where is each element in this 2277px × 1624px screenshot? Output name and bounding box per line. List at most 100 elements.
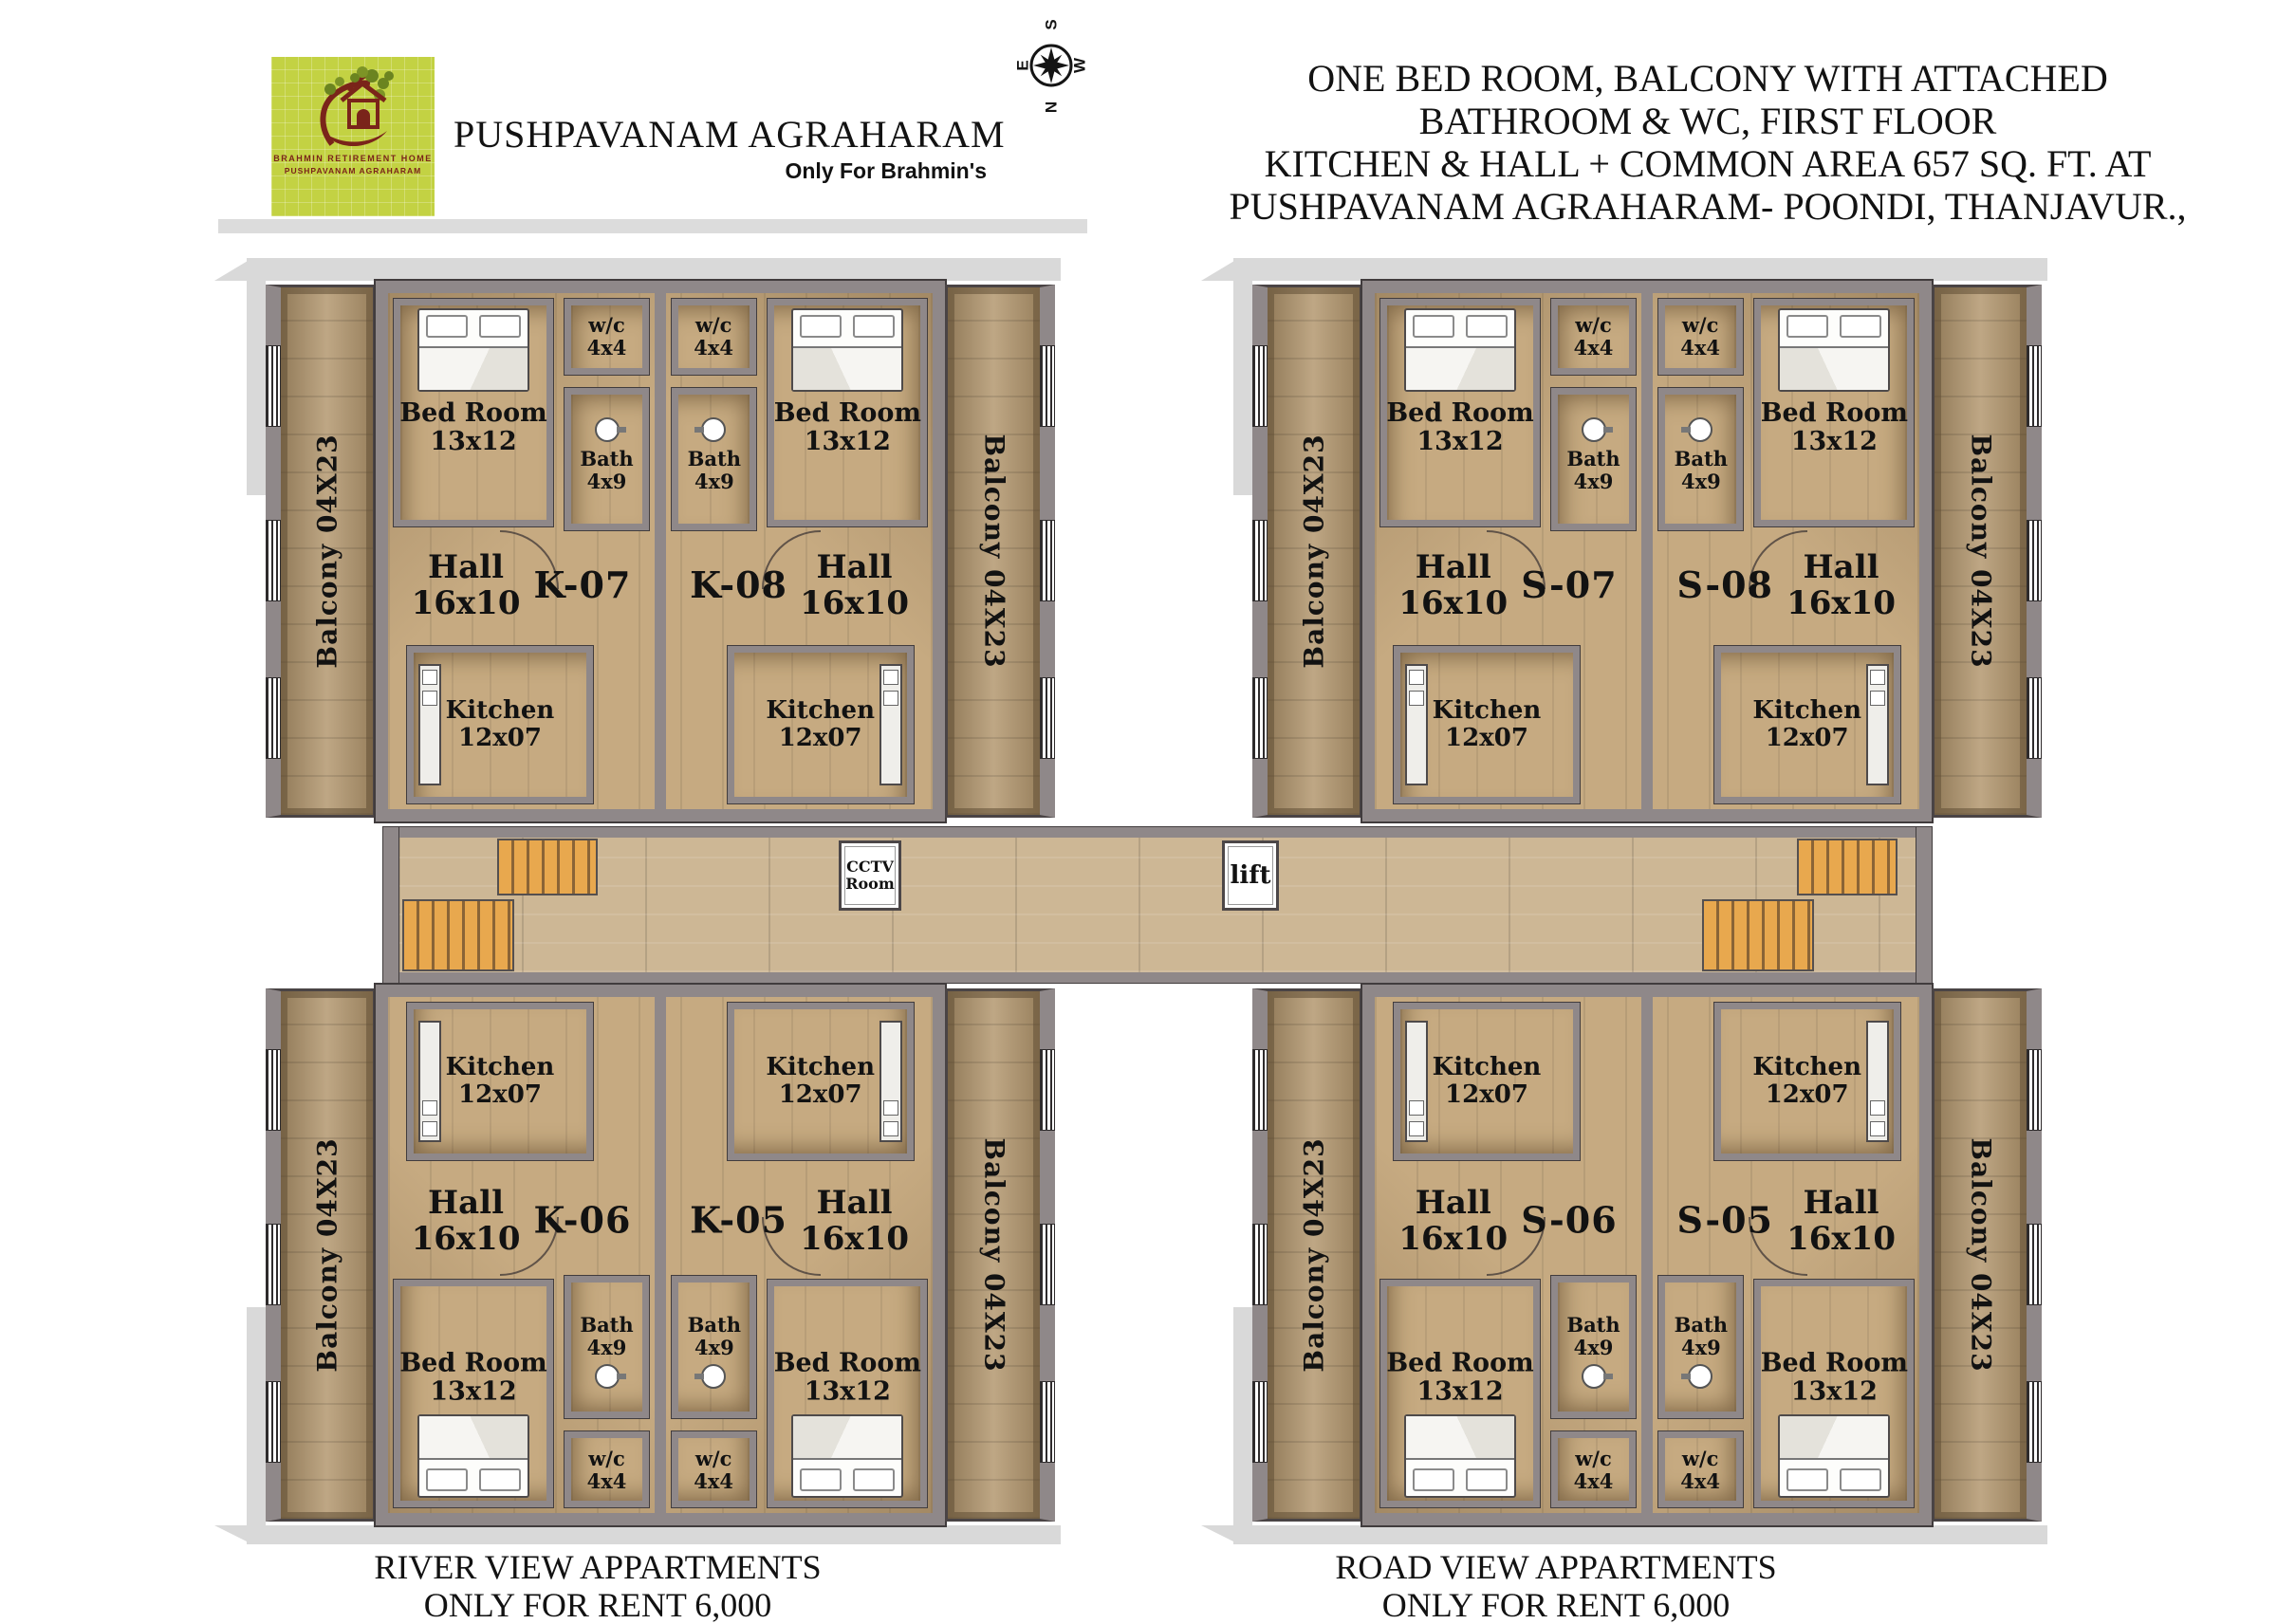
bedroom-size: 13x12 [1790,427,1878,457]
window-icon [2027,677,2042,760]
bath-label: Bath [580,447,634,471]
kitchen-label: Kitchen [1752,695,1862,725]
bath-label: Bath [687,1312,741,1337]
brand-block: PUSHPAVANAM AGRAHARAM Only For Brahmin's [454,112,1006,184]
hall-label: Hall [1415,1183,1491,1222]
bedroom-size: 13x12 [430,1376,517,1407]
kitchen-counter-icon [418,1021,441,1142]
window-icon [266,345,281,428]
description-line: PUSHPAVANAM AGRAHARAM- POONDI, THANJAVUR… [1229,185,2187,228]
wc-size: 4x4 [694,1468,734,1492]
unit-code: S-05 [1676,1198,1773,1242]
kitchen-size: 12x07 [779,724,862,752]
window-icon [1252,1223,1268,1305]
washbasin-icon [701,1364,727,1389]
window-icon [1040,1381,1055,1464]
wc-room: w/c 4x4 [1550,298,1637,376]
balcony: Balcony 04X23 [1252,988,1362,1522]
window-icon [1252,677,1268,760]
wc-label: w/c [695,313,732,338]
bed-icon [417,1414,529,1498]
brand-tagline: Only For Brahmin's [785,158,987,183]
bedroom-size: 13x12 [1790,1376,1878,1407]
building-core: Bed Room 13x12 w/c 4x4 Bath 4x9 [1361,279,1934,823]
building-shadow [214,258,1061,281]
kitchen-size: 12x07 [1445,1080,1528,1109]
unit: Bed Room 13x12 w/c 4x4 Bath 4x9 [1375,997,1653,1513]
bed-icon [417,308,529,392]
bath-label: Bath [1566,1312,1620,1337]
kitchen: Kitchen 12x07 [406,645,594,804]
bed-icon [791,1414,903,1498]
bedroom-label: Bed Room [399,398,547,428]
wc-size: 4x4 [586,336,627,360]
bath-size: 4x9 [694,469,734,493]
hall-label: Hall [816,1183,893,1222]
bedroom-label: Bed Room [773,398,921,428]
bed-icon [1778,308,1890,392]
road-caption-line2: ONLY FOR RENT 6,000 [1381,1586,1731,1624]
cctv-room: CCTV Room [839,840,901,911]
brand-title: PUSHPAVANAM AGRAHARAM [454,113,1006,156]
hall-size: 16x10 [1398,1220,1509,1258]
kitchen: Kitchen 12x07 [1393,1002,1581,1161]
river-caption-line1: RIVER VIEW APPARTMENTS [374,1548,822,1586]
bed-icon [1404,308,1516,392]
hall-label: Hall [1803,547,1879,586]
hall: Hall 16x10 K-05 [670,1173,929,1268]
wc-label: w/c [1575,1446,1612,1470]
plan-description: ONE BED ROOM, BALCONY WITH ATTACHED BATH… [1143,57,2272,228]
brand-logo: BRAHMIN RETIREMENT HOME PUSHPAVANAM AGRA… [271,57,435,216]
building-shadow [1201,1525,2047,1544]
balcony-label: Balcony 04X23 [978,434,1009,669]
hall-size: 16x10 [1786,1220,1896,1258]
window-icon [266,677,281,760]
kitchen-counter-icon [879,1021,902,1142]
window-icon [1252,345,1268,428]
caption-road-view: ROAD VIEW APPARTMENTS ONLY FOR RENT 6,00… [1195,1548,1916,1624]
building-shadow-left [247,258,266,495]
bedroom: Bed Room 13x12 [1753,298,1915,527]
balcony-label: Balcony 04X23 [1298,1137,1329,1373]
balcony: Balcony 04X23 [266,285,376,818]
building-shadow [214,1525,1061,1544]
wc-size: 4x4 [1573,336,1614,360]
unit-code: K-05 [689,1198,787,1242]
unit-code: S-08 [1676,563,1773,606]
window-icon [1252,1381,1268,1464]
unit: Bed Room 13x12 w/c 4x4 Bath 4x9 [1375,293,1653,809]
wc-label: w/c [1575,313,1612,338]
kitchen-label: Kitchen [1432,695,1542,725]
wc-label: w/c [695,1446,732,1470]
bedroom: Bed Room 13x12 [393,298,554,527]
wc-size: 4x4 [694,336,734,360]
washbasin-icon [701,417,727,442]
hall: Hall 16x10 S-08 [1657,538,1916,633]
staircase [1797,839,1898,895]
unit: Bed Room 13x12 w/c 4x4 Bath 4x9 [666,293,933,809]
window-icon [1040,1049,1055,1132]
kitchen-size: 12x07 [779,1080,862,1109]
road-caption-line1: ROAD VIEW APPARTMENTS [1335,1548,1777,1586]
hall: Hall 16x10 K-08 [670,538,929,633]
kitchen-counter-icon [879,664,902,785]
bed-icon [791,308,903,392]
hall-label: Hall [1803,1183,1879,1222]
building-road-view-bottom: Balcony 04X23 Bed Room 13x12 w/c 4x4 [1201,983,2047,1544]
unit-code: S-06 [1521,1198,1618,1242]
kitchen-size: 12x07 [458,724,542,752]
wc-room: w/c 4x4 [671,298,757,376]
window-icon [2027,1381,2042,1464]
washbasin-icon [1581,1364,1606,1389]
corridor-end-wall [383,827,398,983]
wc-room: w/c 4x4 [564,1430,650,1508]
washbasin-icon [1688,417,1713,442]
wc-size: 4x4 [1573,1468,1614,1492]
balcony: Balcony 04X23 [945,285,1055,818]
bed-icon [1404,1414,1516,1498]
window-icon [1040,1223,1055,1305]
bath-room: Bath 4x9 [1657,1275,1744,1419]
unit-code: K-06 [533,1198,632,1242]
kitchen-label: Kitchen [445,695,555,725]
